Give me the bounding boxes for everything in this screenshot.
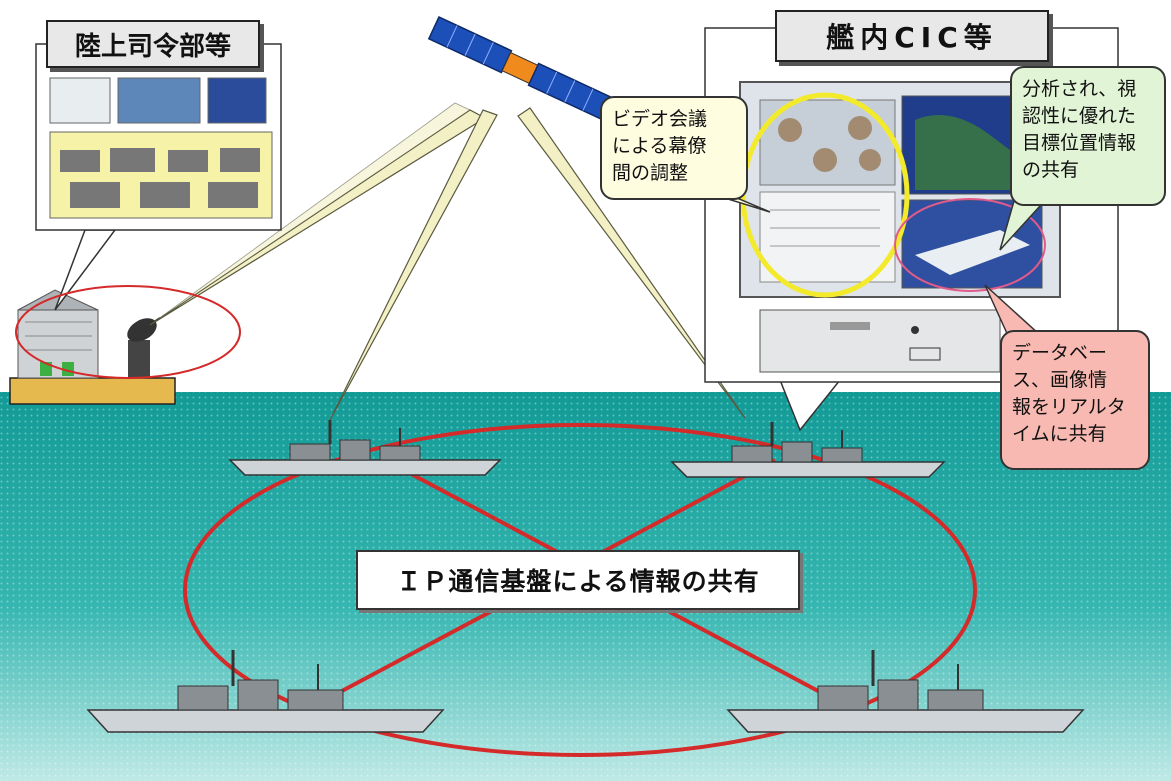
ship-cic-title: 艦内CIC等: [775, 10, 1049, 62]
land-hq-title: 陸上司令部等: [46, 20, 260, 68]
destroyer-ship-icon: [228, 420, 502, 476]
radio-beam-ship-left: [329, 109, 498, 421]
database-callout: データベー ス、画像情 報をリアルタ イムに共有: [1000, 330, 1150, 470]
console-unit: [759, 309, 1001, 373]
satellite-icon: [427, 15, 613, 121]
target-highlight: [894, 198, 1046, 292]
destroyer-ship-icon: [86, 650, 445, 733]
ip-network-label: ＩＰ通信基盤による情報の共有: [356, 550, 800, 610]
analysis-callout: 分析され、視 認性に優れた 目標位置情報 の共有: [1010, 66, 1166, 206]
destroyer-ship-icon: [670, 422, 946, 478]
video-conference-callout: ビデオ会議 による幕僚 間の調整: [600, 96, 748, 200]
radio-beam-ship-right: [517, 107, 746, 419]
radio-beam-land-2: [149, 102, 471, 326]
destroyer-ship-icon: [726, 650, 1085, 733]
shore-link-ring: [15, 285, 241, 379]
